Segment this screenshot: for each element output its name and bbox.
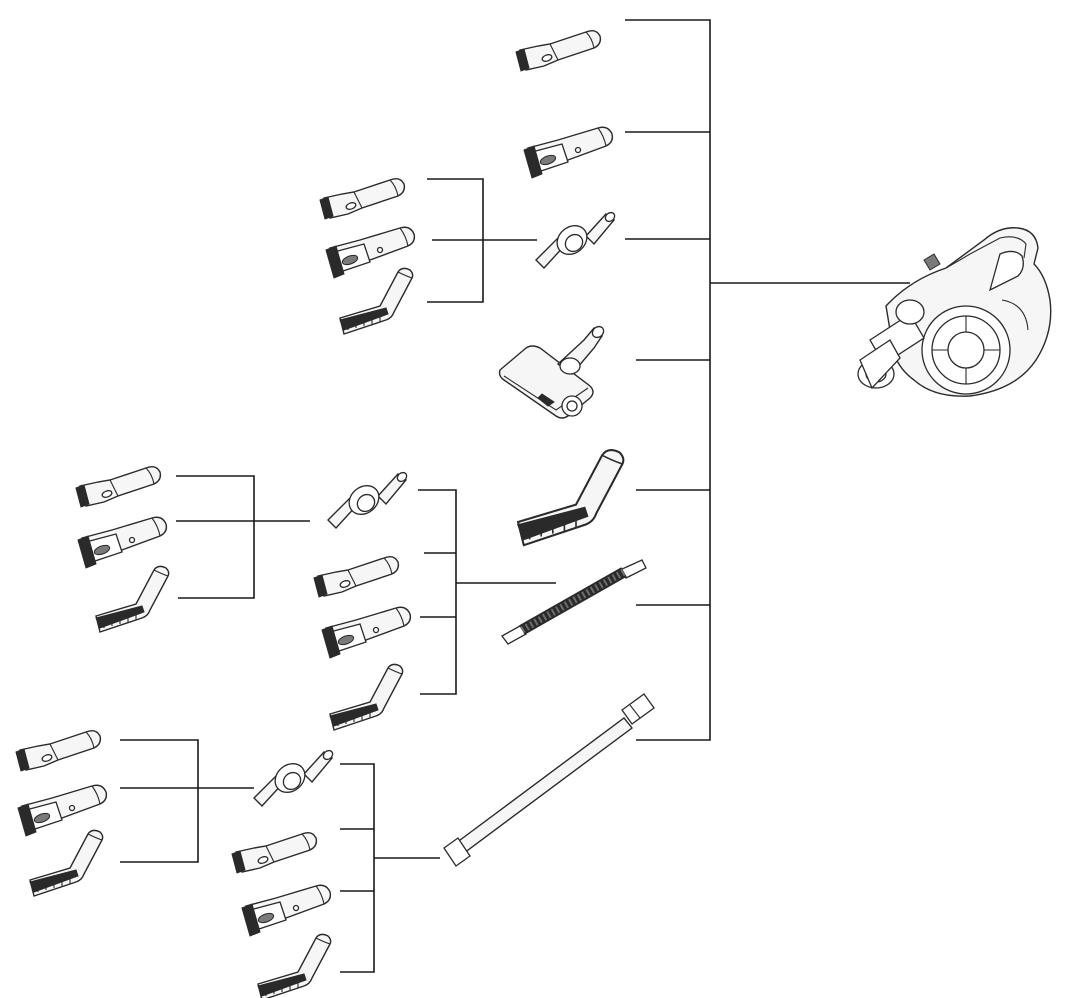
crevice-tool (319, 177, 406, 220)
adapter (535, 210, 618, 269)
connector-lines-wand-group (120, 739, 440, 973)
angled-brush (329, 663, 404, 731)
dusting-brush-tool (321, 606, 412, 659)
connector-lines-hose-group (176, 475, 556, 695)
adapter (327, 470, 410, 529)
dusting-brush-tool (523, 126, 614, 179)
crevice-tool (75, 465, 162, 508)
connector-lines-main (625, 19, 910, 741)
connector-lines-adapter-group (427, 178, 537, 303)
angled-brush (516, 449, 625, 547)
extension-wand (443, 693, 655, 867)
angled-brush (339, 267, 414, 335)
angled-brush (29, 829, 104, 897)
crevice-tool (515, 29, 602, 72)
motorized-floor-head (498, 325, 605, 419)
dusting-brush-tool (17, 784, 108, 837)
angled-brush (95, 565, 170, 633)
dusting-brush-tool (241, 884, 332, 937)
handheld-vacuum-main-unit (857, 227, 1052, 397)
crevice-tool (231, 831, 318, 874)
crevice-tool (15, 729, 102, 772)
dusting-brush-tool (77, 516, 168, 569)
crevice-tool (313, 555, 400, 598)
flexible-hose (501, 559, 647, 645)
adapter (253, 748, 336, 807)
angled-brush (257, 933, 332, 998)
